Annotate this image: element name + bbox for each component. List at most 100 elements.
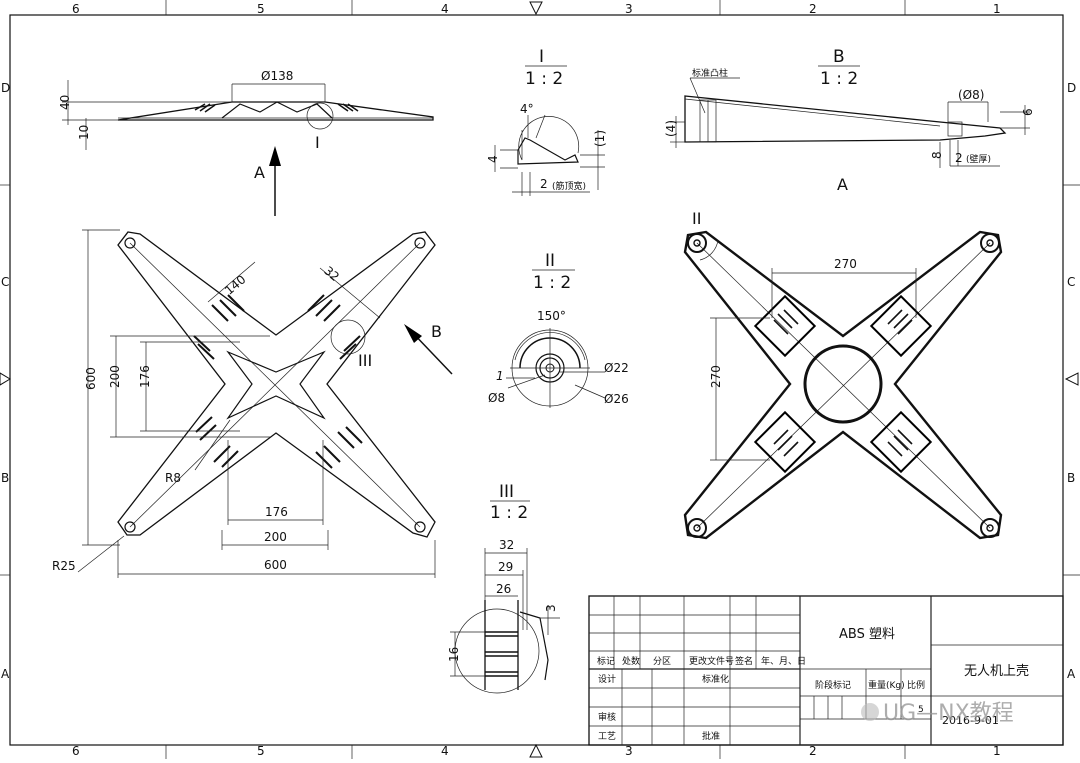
dim-R8: R8 xyxy=(165,471,181,485)
section-B-boss-note: 标准凸柱 xyxy=(692,67,728,79)
detail-I-scale: 1 : 2 xyxy=(525,69,563,89)
row-label-left: B xyxy=(1,471,9,485)
detail-I-angle: 4° xyxy=(520,102,534,116)
section-B-w2-note: (壁厚) xyxy=(966,153,991,165)
col-label-top: 3 xyxy=(625,2,633,16)
section-B-w2: 2 xyxy=(955,151,963,165)
tb-part-name: 无人机上壳 xyxy=(964,664,1029,679)
detail-I-w2: 2 xyxy=(540,177,548,191)
tb-weight: 重量(Kg) xyxy=(868,679,905,691)
tb-approve: 批准 xyxy=(702,730,720,742)
section-B-view-label: A xyxy=(837,175,848,194)
detail-I-h1: (1) xyxy=(593,130,607,147)
center-mark-right xyxy=(1064,372,1079,386)
dim-200h: 200 xyxy=(264,530,287,544)
detail-I-w2-note: (筋顶宽) xyxy=(552,180,586,192)
tb-header: 处数 xyxy=(622,655,640,667)
section-B-title: B xyxy=(833,47,845,67)
detail-II-scale: 1 : 2 xyxy=(533,273,571,293)
center-mark-top xyxy=(529,1,543,16)
col-label-top: 6 xyxy=(72,2,80,16)
col-label-bottom: 4 xyxy=(441,744,449,758)
dim-176h: 176 xyxy=(265,505,288,519)
detail-I-title: I xyxy=(539,47,544,67)
tb-watermark: UG—NX教程 xyxy=(883,701,1014,726)
tb-review: 审核 xyxy=(598,711,616,723)
detail-III: III 1 : 2 32 29 26 3 16 xyxy=(447,482,560,694)
detail-I-h4: 4 xyxy=(486,155,500,163)
tb-header: 年、月、日 xyxy=(761,655,806,667)
detail-III-scale: 1 : 2 xyxy=(490,503,528,523)
col-label-top: 5 xyxy=(257,2,265,16)
detail-I: I 1 : 2 4° 4 (1) 2 (筋顶宽) xyxy=(486,47,607,196)
col-label-top: 2 xyxy=(809,2,817,16)
col-label-bottom: 6 xyxy=(72,744,80,758)
col-label-top: 4 xyxy=(441,2,449,16)
detail-ref-II: II xyxy=(692,209,701,228)
tb-process: 工艺 xyxy=(598,731,616,742)
top-profile-view: Ø138 40 10 I A xyxy=(58,69,434,216)
tb-scale-val: 5 xyxy=(918,705,924,715)
detail-ref-I: I xyxy=(315,133,320,152)
row-label-right: A xyxy=(1067,667,1076,681)
section-B: B 1 : 2 标准凸柱 (Ø8) 6 (4) 8 2 (壁厚) A xyxy=(664,47,1035,194)
detail-III-d29: 29 xyxy=(498,560,513,574)
dim-270v: 270 xyxy=(709,365,723,388)
wechat-icon xyxy=(861,703,879,721)
center-mark-left xyxy=(0,372,11,386)
row-label-left: A xyxy=(1,667,10,681)
dim-h40: 40 xyxy=(58,95,72,110)
detail-III-title: III xyxy=(499,482,514,502)
sheet-border xyxy=(9,14,1064,746)
center-mark-bottom xyxy=(529,743,543,758)
dim-h10: 10 xyxy=(77,125,91,140)
plan-view: 140 32 600 200 176 R8 176 200 600 R25 II… xyxy=(52,229,453,578)
tb-date: 2016-9-01 xyxy=(942,714,999,727)
detail-II-title: II xyxy=(545,251,555,271)
arrow-label-B: B xyxy=(431,322,442,341)
col-label-top: 1 xyxy=(993,2,1001,16)
section-B-d4: (4) xyxy=(664,120,678,137)
title-block: 标记 处数 分区 更改文件号 签名 年、月、日 设计 标准化 审核 工艺 批准 … xyxy=(588,595,1064,746)
detail-ref-III: III xyxy=(358,351,372,370)
dim-32: 32 xyxy=(321,264,342,285)
row-label-right: C xyxy=(1067,275,1075,289)
row-label-left: D xyxy=(1,81,10,95)
dim-200v: 200 xyxy=(108,365,122,388)
detail-II-d8: Ø8 xyxy=(488,391,505,405)
col-label-bottom: 1 xyxy=(993,744,1001,758)
tb-material: ABS 塑料 xyxy=(839,627,895,642)
detail-II-t1: 1 xyxy=(496,369,504,383)
row-label-left: C xyxy=(1,275,9,289)
detail-III-d32: 32 xyxy=(499,538,514,552)
tb-stage: 阶段标记 xyxy=(815,679,851,691)
row-label-right: B xyxy=(1067,471,1075,485)
detail-II-d22: Ø22 xyxy=(604,361,629,375)
dim-140: 140 xyxy=(222,272,249,297)
dim-270h: 270 xyxy=(834,257,857,271)
section-B-scale: 1 : 2 xyxy=(820,69,858,89)
row-label-right: D xyxy=(1067,81,1076,95)
bottom-view: II 270 270 xyxy=(683,209,1003,540)
arrow-label-A: A xyxy=(254,163,265,182)
tb-standard: 标准化 xyxy=(702,673,729,685)
detail-II-d26: Ø26 xyxy=(604,392,629,406)
detail-III-d3: 3 xyxy=(544,604,558,612)
tb-design: 设计 xyxy=(598,673,616,685)
dim-R25: R25 xyxy=(52,559,76,573)
tb-ratio: 比例 xyxy=(907,679,925,691)
detail-II-angle: 150° xyxy=(537,309,566,323)
dim-600v: 600 xyxy=(84,367,98,390)
detail-II: II 1 : 2 150° Ø22 Ø26 Ø8 1 xyxy=(488,251,629,408)
section-B-d8v: 8 xyxy=(930,151,944,159)
detail-III-d16: 16 xyxy=(447,647,461,662)
detail-III-d26: 26 xyxy=(496,582,511,596)
col-label-bottom: 5 xyxy=(257,744,265,758)
tb-header: 签名 xyxy=(735,655,753,667)
col-label-bottom: 2 xyxy=(809,744,817,758)
tb-header: 更改文件号 xyxy=(689,655,734,667)
